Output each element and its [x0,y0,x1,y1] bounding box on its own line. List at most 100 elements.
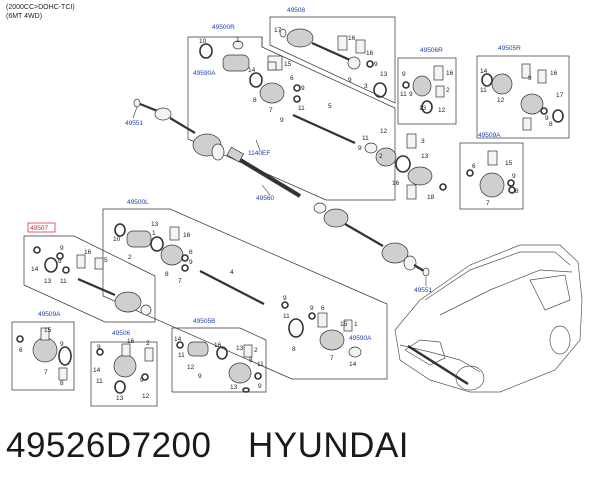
assembly-49506R-frame [397,57,457,125]
item-number: 8 [515,188,519,195]
item-number: 8 [165,271,169,278]
assembly-49505R-frame [476,55,570,139]
item-number: 7 [178,278,182,285]
assembly-49507-frame [23,235,156,323]
item-number: 14 [31,266,39,273]
item-number: 10 [199,38,207,45]
item-number: 9 [60,341,64,348]
lower-drive-shaft [313,202,430,277]
callout-1140EF: 1140EF [248,150,270,157]
item-number: 14 [93,367,101,374]
item-number: 17 [556,92,564,99]
item-number: 11 [96,378,103,385]
item-number: 13 [230,384,238,391]
parts-49506 [96,343,154,394]
item-number: 14 [174,336,182,343]
item-number: 12 [497,97,505,104]
item-number: 11 [257,361,264,368]
item-number: 13 [419,105,427,112]
upper-right-parts [199,40,447,200]
item-number: 11 [298,105,305,112]
item-number: 5 [328,103,332,110]
callout-49560: 49560 [256,195,274,202]
item-number: 14 [349,361,357,368]
assembly-49508-frame [269,16,396,104]
item-number: 6 [189,249,193,256]
item-number: 16 [392,180,400,187]
item-number: 9 [258,383,262,390]
item-number: 9 [301,85,305,92]
callout-49506: 49506 [112,330,130,337]
item-number: 9 [348,77,352,84]
callout-49590A-top: 49590A [193,70,216,77]
leader-lines [132,106,427,286]
vehicle-outline [394,244,583,393]
item-number: 3 [421,138,425,145]
assembly-49506-frame [90,341,158,407]
intermediate-shaft-49560 [226,146,302,198]
item-number: 11 [400,91,407,98]
assembly-49505B-frame [171,327,267,393]
item-number: 6 [472,163,476,170]
item-number: 13 [44,278,52,285]
item-number: 11 [60,278,67,285]
assembly-49509A-right-frame [459,142,524,210]
item-number: 11 [362,135,369,142]
item-number: 7 [330,355,334,362]
engine-spec-label: (2000CC>DOHC-TCI) [6,4,75,11]
item-number: 12 [380,128,388,135]
parts-49508 [279,28,387,98]
callout-49507: 49507 [30,225,48,232]
item-number: 2 [446,87,450,94]
item-number: 9 [140,377,144,384]
item-number: 2 [254,347,258,354]
item-number: 13 [151,221,159,228]
parts-49506R [402,65,445,114]
callout-49505R: 49505R [498,45,521,52]
item-number: 16 [366,50,374,57]
item-number: 3 [364,83,368,90]
item-number: 13 [236,345,244,352]
item-number: 13 [380,71,388,78]
parts-49500L [114,223,362,358]
item-number: 9 [310,305,314,312]
callout-49509A-left: 49509A [38,311,61,318]
parts-49505B [176,341,262,393]
item-number: 13 [421,153,429,160]
item-number: 16 [183,232,191,239]
item-number: 10 [113,236,121,243]
item-number: 16 [348,35,356,42]
item-number: 8 [253,97,257,104]
item-number: 8 [549,121,553,128]
item-number: 11 [480,87,487,94]
item-number: 9 [358,145,362,152]
item-number: 1 [236,37,240,44]
item-number: 9 [512,173,516,180]
item-number: 8 [58,258,62,265]
drive-spec-label: (6MT 4WD) [6,13,43,20]
item-number: 13 [116,395,124,402]
item-number: 8 [249,357,253,364]
item-number: 16 [127,338,135,345]
item-number: 15 [44,327,52,334]
item-number: 9 [280,117,284,124]
item-number: 16 [84,249,92,256]
item-number: 6 [19,347,23,354]
item-number: 7 [44,369,48,376]
item-number: 17 [274,27,282,34]
item-number: 2 [146,340,150,347]
callout-49500R: 49500R [212,24,235,31]
item-number: 15 [505,160,513,167]
item-number: 9 [528,75,532,82]
item-number: 6 [290,75,294,82]
callout-49590A-bottom: 49590A [349,335,372,342]
item-number: 4 [230,269,234,276]
item-number: 9 [402,71,406,78]
parts-49505R [481,63,564,131]
parts-49507 [33,246,152,316]
item-number: 18 [427,194,435,201]
item-number: 7 [486,200,490,207]
item-number: 9 [283,295,287,302]
item-number: 14 [480,68,488,75]
